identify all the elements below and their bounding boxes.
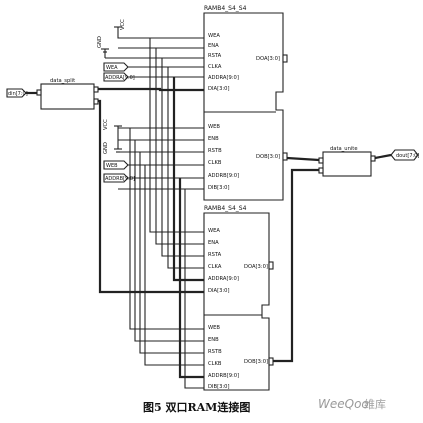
- watermark-brand: WeeQoo: [318, 397, 369, 411]
- port-web-label: WEB: [106, 163, 118, 169]
- data-split-out2-stub: [93, 98, 99, 105]
- supply-symbols: VCC GND VCC GND: [97, 19, 126, 154]
- ram-bottom-pin-dib: DIB[3:0]: [208, 384, 229, 390]
- ram-top-pin-dib: DIB[3:0]: [208, 185, 229, 191]
- ram-bottom-pin-enb: ENB: [208, 337, 219, 343]
- ram-bottom-pin-clka: CLKA: [208, 264, 222, 270]
- ram-top-pin-doa: DOA[3:0]: [256, 56, 280, 62]
- ram-bottom-doa-stub: [268, 261, 274, 270]
- ram-top-pin-clka: CLKA: [208, 64, 222, 70]
- ram-top-pin-web: WEB: [208, 124, 220, 130]
- ram-top-pin-addrb: ADDRB[9:0]: [208, 173, 239, 179]
- ram-top-pin-dob: DOB[3:0]: [256, 154, 280, 160]
- port-addra-label: ADDRA[9:0]: [105, 75, 135, 81]
- data-unite-in2-stub: [318, 167, 324, 174]
- port-din-tag: [6, 88, 27, 98]
- ram-top-pin-rstb: RSTB: [208, 148, 222, 154]
- port-addrb-tag: [103, 173, 129, 183]
- data-unite-title: data_unite: [330, 146, 358, 152]
- ram-top-pin-wea: WEA: [208, 33, 220, 39]
- port-web-tag: [103, 160, 129, 170]
- port-din-label: din[7:0]: [8, 91, 28, 97]
- ram-bottom-pin-dob: DOB[3:0]: [244, 359, 268, 365]
- ram-top-doa-stub: [282, 54, 288, 63]
- data-split-out1-stub: [93, 86, 99, 93]
- wires: [26, 35, 392, 389]
- ram-bottom-pin-addra: ADDRA[9:0]: [208, 276, 239, 282]
- port-wea-label: WEA: [106, 65, 118, 71]
- ram-top-pin-addra: ADDRA[9:0]: [208, 75, 239, 81]
- port-addra-tag: [103, 72, 129, 82]
- figure-caption: 图5 双口RAM连接图: [143, 400, 250, 414]
- ram-top-pin-dia: DIA[3:0]: [208, 86, 229, 92]
- ram-top-pin-rsta: RSTA: [208, 53, 222, 59]
- port-addrb-label: ADDRB[9:0]: [105, 176, 135, 182]
- vcc-symbol-mid: VCC: [103, 119, 122, 140]
- port-tags: din[7:0] dout[7:0] WEA ADDRA[9:0] WEB AD…: [6, 62, 419, 183]
- watermark-logo: WeeQoo 维库: [318, 397, 386, 411]
- data-split-block: data_split: [36, 78, 99, 110]
- ram-block-bottom: RAMB4_S4_S4 WEA ENA RSTA CLKA ADDRA[9:0]…: [203, 205, 274, 391]
- ram-bottom-title: RAMB4_S4_S4: [204, 205, 247, 212]
- gnd-label-top: GND: [97, 36, 103, 48]
- ram-bottom-pin-clkb: CLKB: [208, 361, 222, 367]
- data-unite-block: data_unite: [318, 146, 376, 177]
- port-dout-label: dout[7:0]: [396, 153, 419, 159]
- ram-bottom-pin-ena: ENA: [208, 240, 219, 246]
- vcc-symbol-top: VCC: [114, 19, 126, 35]
- ram-bottom-pin-web: WEB: [208, 325, 220, 331]
- port-wea-tag: [103, 62, 129, 72]
- ram-top-pin-clkb: CLKB: [208, 160, 222, 166]
- ram-bottom-dob-stub: [268, 357, 274, 366]
- vcc-label-top: VCC: [120, 19, 126, 30]
- ram-top-body: [203, 12, 284, 201]
- vcc-label-mid: VCC: [103, 119, 109, 130]
- ram-top-pin-enb: ENB: [208, 136, 219, 142]
- ram-top-title: RAMB4_S4_S4: [204, 5, 247, 12]
- ram-bottom-body: [203, 212, 270, 391]
- data-unite-body: [322, 151, 372, 177]
- ram-bottom-pin-dia: DIA[3:0]: [208, 288, 229, 294]
- ram-top-dob-stub: [282, 152, 288, 161]
- data-unite-in1-stub: [318, 157, 324, 164]
- ram-top-pin-ena: ENA: [208, 43, 219, 49]
- ram-bottom-pin-doa: DOA[3:0]: [244, 264, 268, 270]
- data-unite-out-stub: [370, 155, 376, 162]
- gnd-label-mid: GND: [103, 142, 109, 154]
- data-split-body: [40, 83, 95, 110]
- data-split-title: data_split: [50, 78, 75, 84]
- gnd-symbol-top: GND: [97, 36, 109, 58]
- ram-bottom-pin-rstb: RSTB: [208, 349, 222, 355]
- ram-bottom-pin-rsta: RSTA: [208, 252, 222, 258]
- ram-bottom-pin-addrb: ADDRB[9:0]: [208, 373, 239, 379]
- ram-bottom-pin-wea: WEA: [208, 228, 220, 234]
- data-split-in-stub: [36, 89, 42, 96]
- ram-block-top: RAMB4_S4_S4 WEA ENA RSTA CLKA ADDRA[9:0]…: [203, 5, 288, 201]
- watermark-suffix: 维库: [364, 398, 386, 411]
